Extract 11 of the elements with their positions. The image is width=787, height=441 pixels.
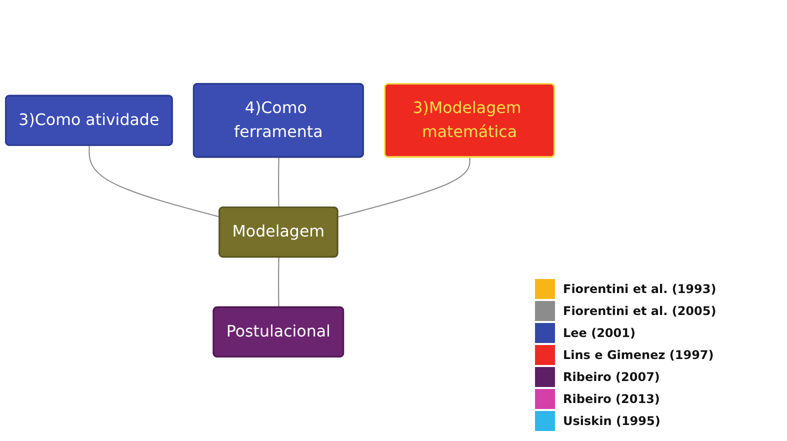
legend-text: Lee (2001) — [563, 326, 636, 340]
legend-text: Ribeiro (2013) — [563, 392, 660, 406]
legend-text: Fiorentini et al. (1993) — [563, 282, 716, 296]
legend-text: Ribeiro (2007) — [563, 370, 660, 384]
connector — [278, 257, 280, 308]
legend-text: Usiskin (1995) — [563, 414, 660, 428]
legend-text: Lins e Gimenez (1997) — [563, 348, 714, 362]
connector — [278, 158, 280, 208]
connector — [88, 146, 220, 218]
legend-text: Fiorentini et al. (2005) — [563, 304, 716, 318]
connector — [338, 158, 470, 218]
